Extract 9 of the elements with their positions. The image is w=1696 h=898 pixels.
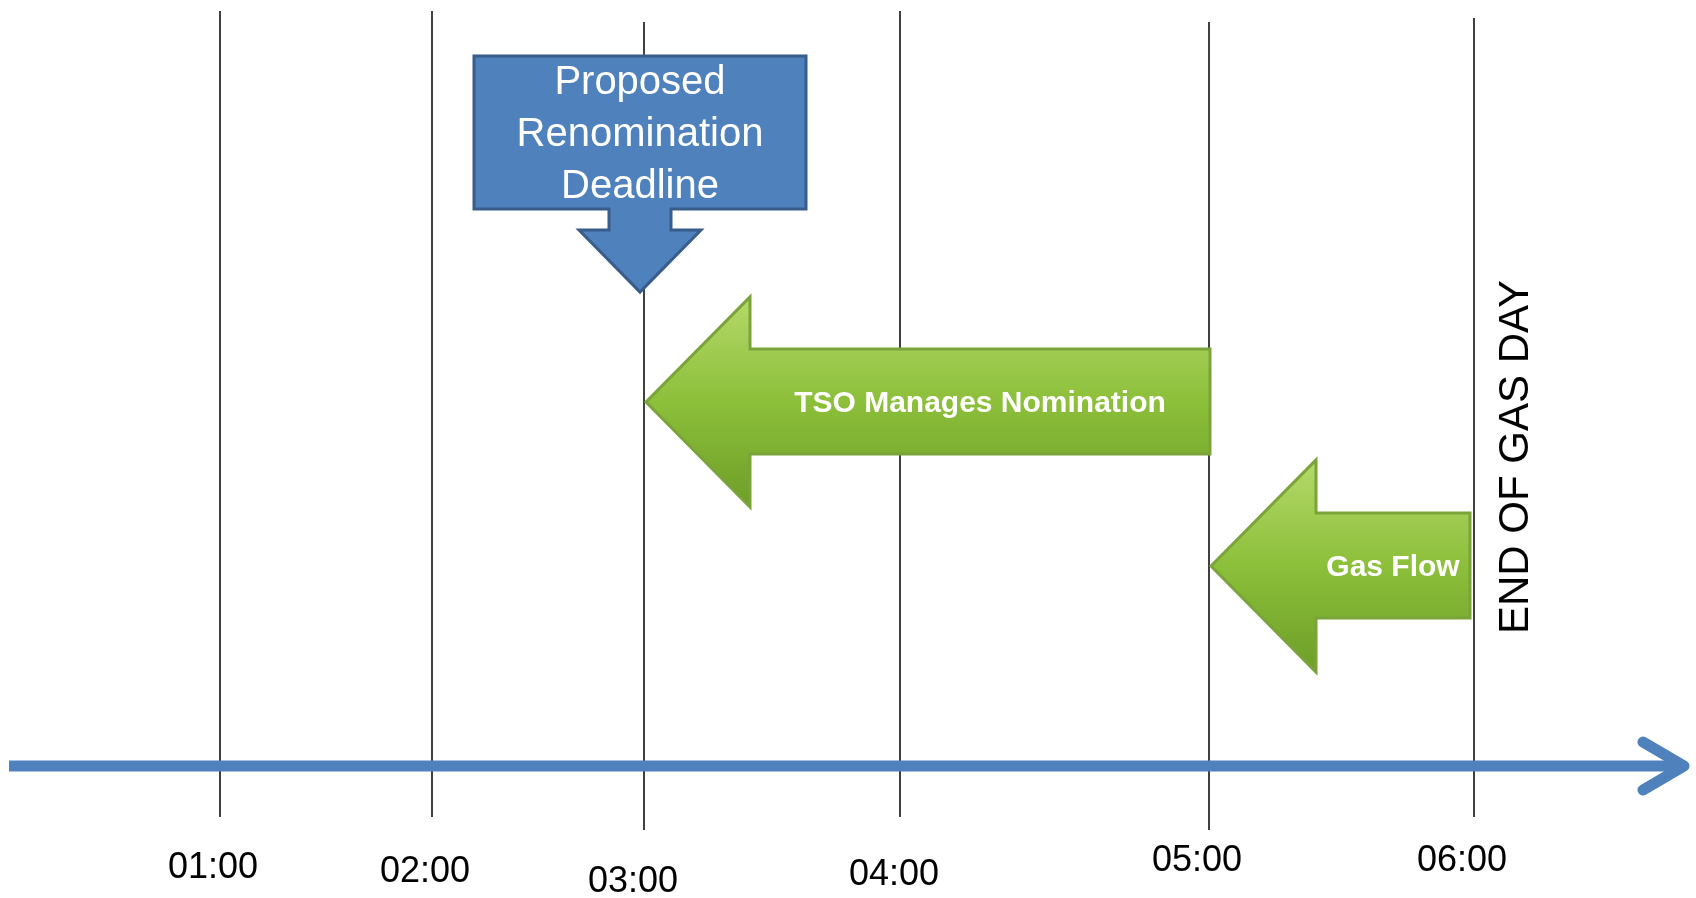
time-label: 03:00	[587, 859, 679, 898]
time-label: 01:00	[167, 845, 259, 887]
callout-box	[472, 54, 808, 294]
shape-text: Proposed Renomination Deadline	[515, 56, 765, 208]
time-label: 02:00	[379, 849, 471, 891]
time-label: 04:00	[848, 852, 940, 894]
end-of-day-label: END OF GAS DAY	[1490, 280, 1538, 634]
time-label: 05:00	[1151, 838, 1243, 880]
time-label: 06:00	[1416, 838, 1508, 880]
